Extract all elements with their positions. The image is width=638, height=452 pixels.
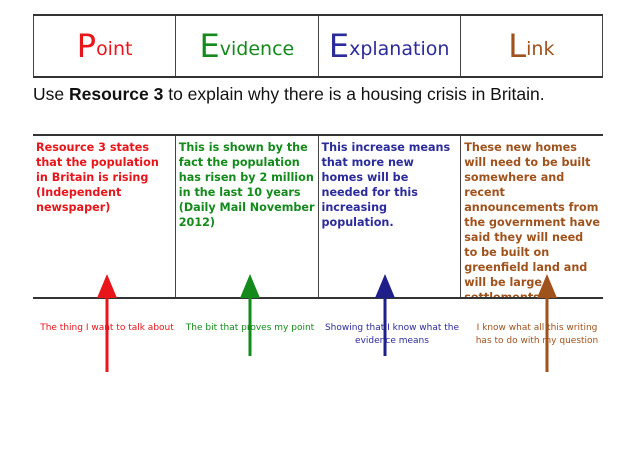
link-caption: I know what all this writing has to do w… — [475, 323, 599, 346]
instruction-text: Use Resource 3 to explain why there is a… — [33, 84, 633, 105]
peel-content-row: Resource 3 states that the population in… — [33, 134, 603, 299]
header-explanation-rest: xplanation — [349, 37, 450, 60]
header-explanation-initial: E — [328, 27, 350, 65]
instruction-resource: Resource 3 — [68, 84, 164, 104]
point-caption: The thing I want to talk about — [40, 323, 174, 333]
header-link-rest: ink — [526, 37, 555, 60]
header-evidence-initial: E — [199, 27, 220, 65]
explanation-caption: Showing that I know what the evidence me… — [324, 323, 460, 346]
instruction-suffix: to explain why there is a housing crisis… — [163, 84, 545, 104]
explanation-cell: This increase means that more new homes … — [317, 136, 461, 297]
point-cell: Resource 3 states that the population in… — [36, 141, 159, 214]
header-point-initial: P — [76, 27, 97, 65]
instruction-prefix: Use — [33, 84, 69, 104]
evidence-cell: This is shown by the fact the population… — [174, 136, 318, 297]
header-link-initial: L — [508, 27, 527, 65]
evidence-caption: The bit that proves my point — [185, 323, 315, 333]
link-cell: These new homes will need to be built so… — [460, 136, 603, 297]
header-evidence-rest: vidence — [219, 37, 295, 60]
header-point-rest: oint — [96, 37, 133, 60]
